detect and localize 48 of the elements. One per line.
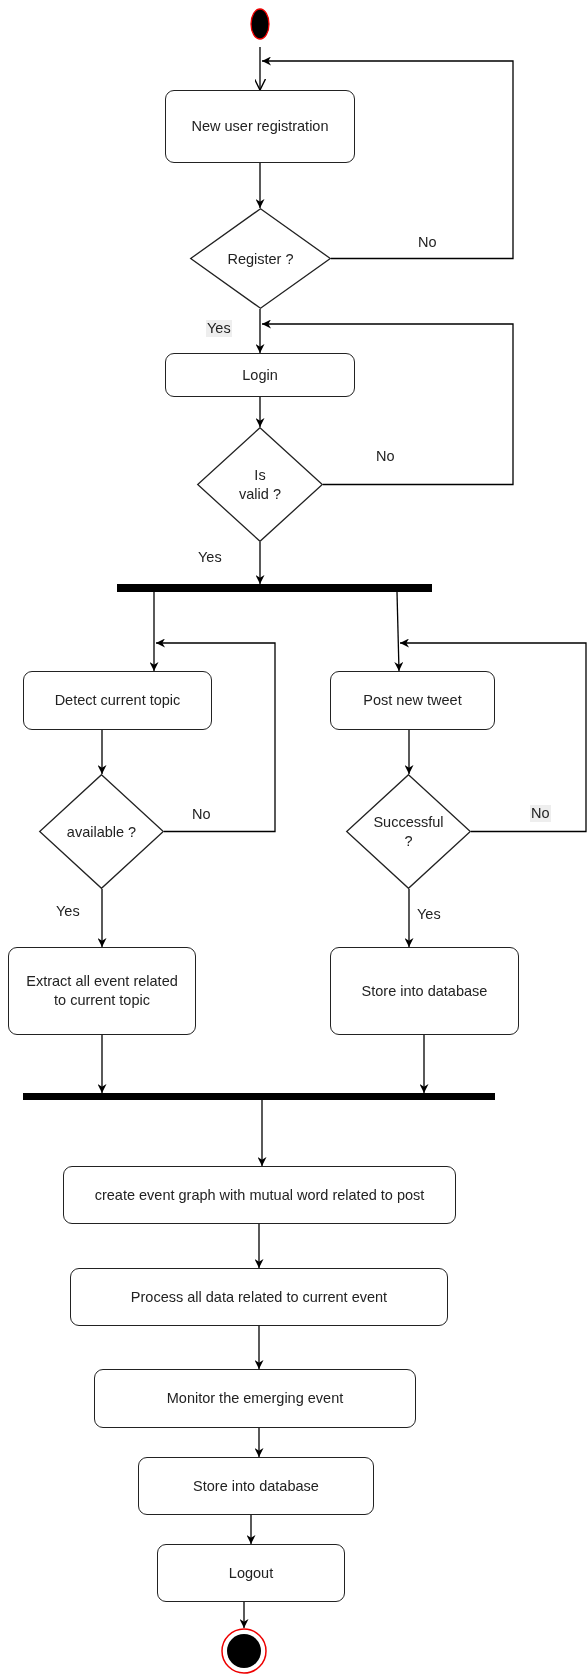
- action-box: Store into database: [330, 947, 519, 1035]
- sync-bar: [23, 1093, 495, 1100]
- arrow: [155, 638, 276, 833]
- arrow: [261, 56, 514, 260]
- decision-diamond: [190, 208, 331, 309]
- arrow: [254, 1223, 264, 1269]
- arrow: [261, 319, 514, 486]
- arrow: [246, 1514, 256, 1545]
- arrow: [149, 591, 159, 672]
- arrow: [404, 729, 414, 775]
- sync-bar: [117, 584, 432, 592]
- action-box: Logout: [157, 1544, 345, 1602]
- arrow: [255, 162, 265, 209]
- start-node: [250, 8, 270, 40]
- action-box: New user registration: [165, 90, 355, 163]
- end-node: [220, 1628, 268, 1674]
- arrow: [255, 308, 265, 354]
- decision-text: Is valid ?: [238, 465, 282, 504]
- arrow: [419, 1034, 429, 1094]
- decision-text: available ?: [65, 822, 138, 841]
- arrow: [399, 638, 587, 833]
- arrow: [255, 396, 265, 428]
- arrow: [257, 1099, 267, 1167]
- arrow: [254, 1325, 264, 1370]
- action-box: Process all data related to current event: [70, 1268, 448, 1326]
- decision-diamond: [39, 774, 164, 889]
- action-box: Post new tweet: [330, 671, 495, 730]
- action-box: Login: [165, 353, 355, 397]
- action-box: Extract all event related to current topic: [8, 947, 196, 1035]
- arrow: [239, 1601, 249, 1629]
- arrow: [404, 888, 414, 948]
- edge-label: Yes: [206, 320, 232, 337]
- edge-label: No: [530, 805, 551, 822]
- decision-diamond: [197, 427, 323, 542]
- arrow: [394, 591, 404, 672]
- decision-diamond: [346, 774, 471, 889]
- action-box: Monitor the emerging event: [94, 1369, 416, 1428]
- arrow: [255, 541, 265, 585]
- action-box: Detect current topic: [23, 671, 212, 730]
- arrow: [254, 1427, 264, 1458]
- action-box: Store into database: [138, 1457, 374, 1515]
- action-box: create event graph with mutual word related to post: [63, 1166, 456, 1224]
- arrow: [253, 46, 267, 91]
- decision-text: Register ?: [226, 249, 295, 268]
- arrow: [97, 729, 107, 775]
- decision-text: Successful ?: [372, 812, 445, 851]
- arrow: [97, 888, 107, 948]
- arrow: [97, 1034, 107, 1094]
